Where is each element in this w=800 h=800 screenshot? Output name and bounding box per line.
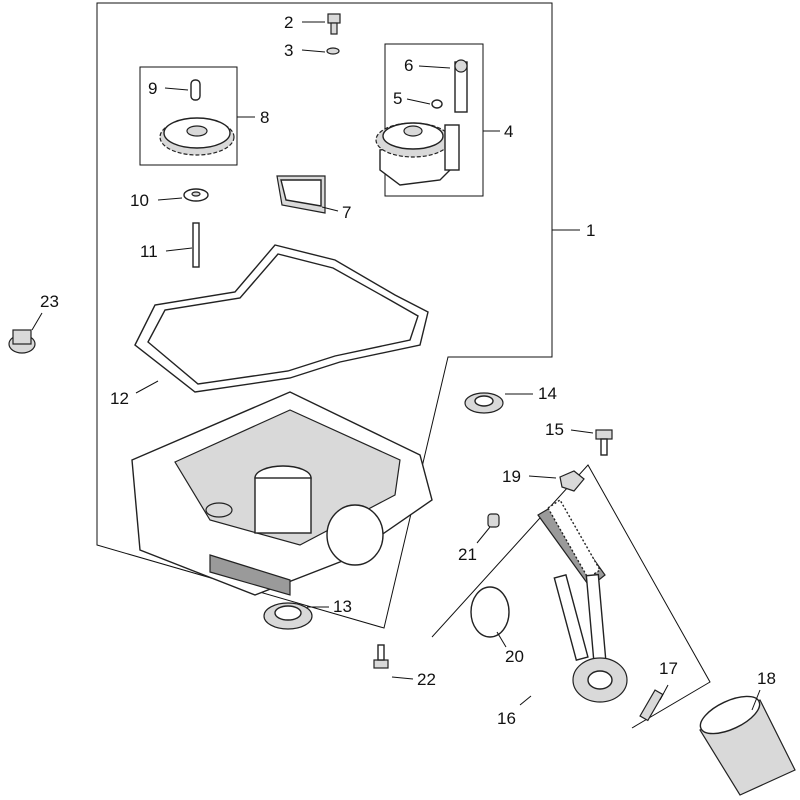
screw-part-15: [595, 429, 613, 456]
callout-20: 20: [505, 647, 524, 666]
subassembly-8-box: [139, 66, 238, 166]
oil-seal-part-13: [263, 602, 313, 630]
callout-7: 7: [342, 203, 351, 222]
callout-23: 23: [40, 292, 59, 311]
bolt-part-2: [327, 13, 341, 35]
leader-lines: [31, 21, 761, 711]
callout-5: 5: [393, 89, 402, 108]
o-ring-part-5: [431, 99, 443, 109]
callout-1: 1: [586, 221, 595, 240]
callout-12: 12: [110, 389, 129, 408]
oil-filter-part-18: [699, 695, 796, 796]
callout-14: 14: [538, 384, 557, 403]
callout-8: 8: [260, 108, 269, 127]
seal-part-14: [464, 392, 504, 414]
callout-15: 15: [545, 420, 564, 439]
subassembly-4-box: [384, 43, 484, 197]
nut-part-21: [487, 513, 500, 528]
callout-16: 16: [497, 709, 516, 728]
dowel-part-11: [192, 222, 200, 268]
callout-3: 3: [284, 41, 293, 60]
callout-4: 4: [504, 122, 513, 141]
pump-assembly-part-4: [375, 122, 460, 186]
callout-22: 22: [417, 670, 436, 689]
callout-18: 18: [757, 669, 776, 688]
callout-6: 6: [404, 56, 413, 75]
bolt-part-22: [373, 644, 389, 669]
fitting-part-6: [454, 59, 468, 113]
callout-10: 10: [130, 191, 149, 210]
oil-cooler-assembly-part-16: [537, 499, 628, 703]
callout-19: 19: [502, 467, 521, 486]
oil-pan-housing: [131, 391, 433, 596]
pin-part-9: [190, 79, 201, 101]
assembly-16-boundary: [431, 464, 711, 729]
thrust-washer-part-10: [183, 188, 209, 202]
callout-11: 11: [140, 242, 158, 261]
nipple-part-17: [639, 689, 664, 722]
washer-part-3: [326, 47, 340, 55]
callout-2: 2: [284, 13, 293, 32]
callout-21: 21: [458, 545, 477, 564]
o-ring-part-20: [470, 586, 510, 638]
drain-plug-part-23: [8, 329, 36, 354]
gear-part-8: [159, 117, 235, 156]
gasket-inner-edge: [147, 253, 419, 385]
callout-9: 9: [148, 79, 157, 98]
callout-17: 17: [659, 659, 678, 678]
assembly-1-boundary: [96, 2, 553, 629]
callout-labels: 1 2 3 4 5 6 7 8 9 10 11 12 13 14 15 16 1…: [40, 13, 776, 728]
callout-13: 13: [333, 597, 352, 616]
clip-part-19: [559, 470, 585, 492]
bearing-part-7: [276, 175, 326, 214]
